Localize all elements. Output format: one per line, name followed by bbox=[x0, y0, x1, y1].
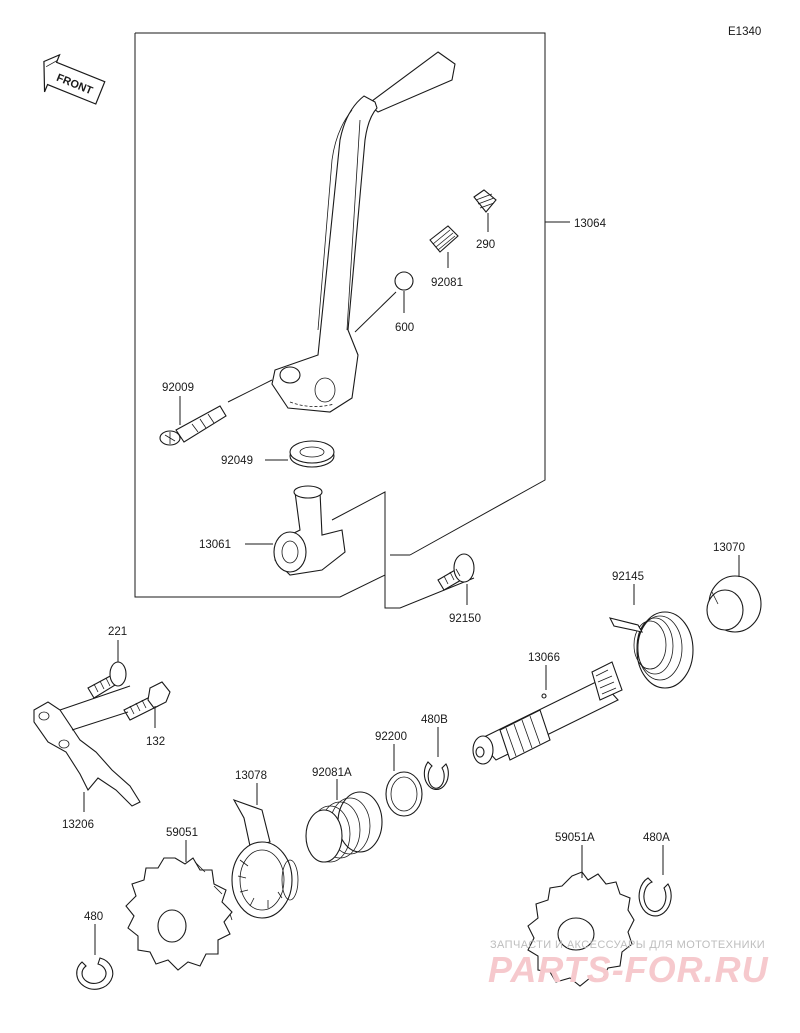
gear-59051A bbox=[527, 871, 635, 987]
front-arrow-icon: FRONT bbox=[43, 53, 106, 105]
circlip-480 bbox=[76, 957, 114, 990]
spring-92145 bbox=[608, 611, 694, 689]
label-92049: 92049 bbox=[221, 455, 253, 467]
watermark-tagline: ЗАПЧАСТИ И АКСЕССУАРЫ ДЛЯ МОТОТЕХНИКИ bbox=[490, 939, 765, 951]
label-221: 221 bbox=[108, 626, 127, 638]
circlip-480B bbox=[423, 761, 449, 790]
label-480: 480 bbox=[84, 911, 103, 923]
ball-600 bbox=[394, 271, 414, 291]
circlip-480A bbox=[638, 877, 672, 917]
diagram-code: E1340 bbox=[728, 26, 761, 38]
label-480A: 480A bbox=[643, 832, 670, 844]
label-600: 600 bbox=[395, 322, 414, 334]
guide-13206 bbox=[33, 701, 141, 807]
label-13206: 13206 bbox=[62, 819, 94, 831]
label-13064: 13064 bbox=[574, 218, 607, 230]
collar-92049 bbox=[289, 440, 335, 468]
shaft-13066 bbox=[472, 661, 623, 765]
spring-92081 bbox=[429, 225, 459, 253]
spring-92081A bbox=[305, 791, 383, 863]
label-92081A: 92081A bbox=[312, 767, 352, 779]
label-59051A: 59051A bbox=[555, 832, 595, 844]
label-92200: 92200 bbox=[375, 731, 407, 743]
bolt-221 bbox=[87, 661, 127, 699]
boss-13061 bbox=[273, 485, 346, 576]
ring-13070 bbox=[706, 575, 762, 633]
washer-92200 bbox=[385, 771, 423, 817]
label-92145: 92145 bbox=[612, 571, 644, 583]
label-92081: 92081 bbox=[431, 277, 463, 289]
label-13066: 13066 bbox=[528, 652, 560, 664]
gear-59051 bbox=[125, 857, 233, 971]
label-290: 290 bbox=[476, 239, 495, 251]
bolt-92009 bbox=[159, 405, 227, 446]
label-13078: 13078 bbox=[235, 770, 267, 782]
spring-290 bbox=[473, 189, 497, 213]
label-92150: 92150 bbox=[449, 613, 481, 625]
label-92009: 92009 bbox=[162, 382, 194, 394]
label-132: 132 bbox=[146, 736, 165, 748]
bolt-132 bbox=[123, 681, 171, 721]
label-480B: 480B bbox=[421, 714, 448, 726]
watermark-logo: PARTS-FOR.RU bbox=[488, 949, 769, 990]
ratchet-13078 bbox=[231, 798, 299, 919]
bolt-92150 bbox=[437, 553, 475, 591]
label-13061: 13061 bbox=[199, 539, 231, 551]
kick-pedal-arm bbox=[271, 51, 456, 413]
label-13070: 13070 bbox=[713, 542, 745, 554]
label-59051: 59051 bbox=[166, 827, 198, 839]
